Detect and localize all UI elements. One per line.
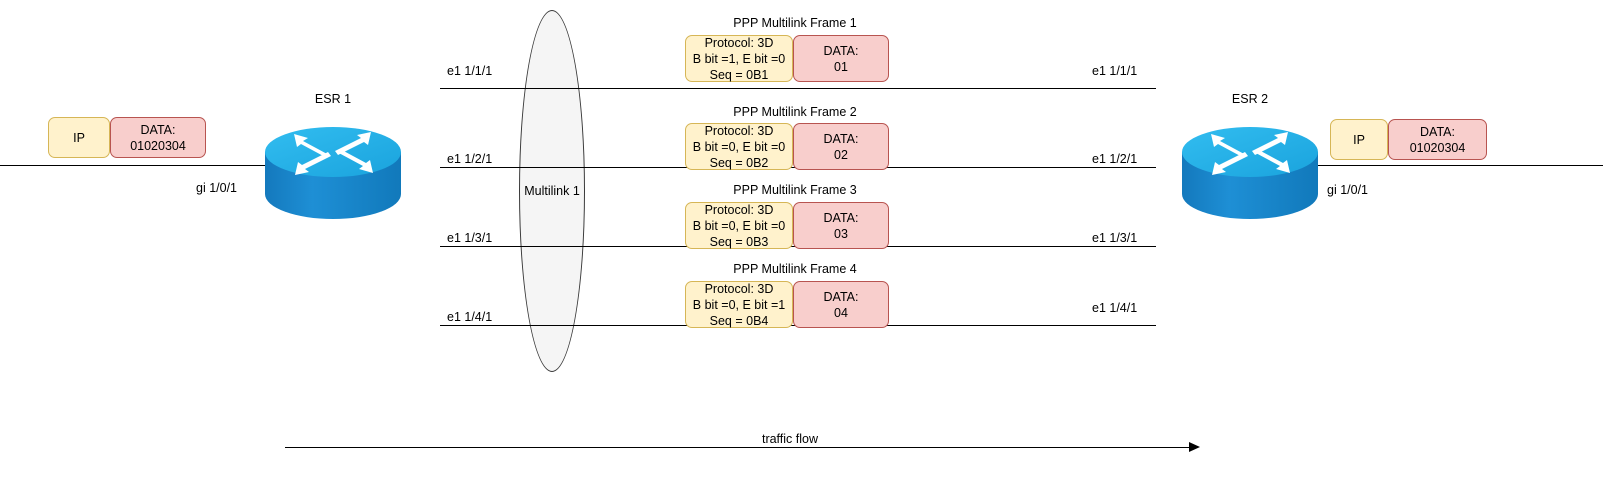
frame-2-header-box: Protocol: 3D B bit =0, E bit =0 Seq = 0B…	[685, 123, 793, 170]
right-packet-data-box: DATA: 01020304	[1388, 119, 1487, 160]
link-1-right-interface-label: e1 1/1/1	[1092, 64, 1138, 78]
right-lan-line	[1318, 165, 1603, 166]
frame-4-header-box: Protocol: 3D B bit =0, E bit =1 Seq = 0B…	[685, 281, 793, 328]
left-packet-data-box: DATA: 01020304	[110, 117, 206, 158]
left-router-label: ESR 1	[314, 92, 352, 106]
multilink-bundle-ellipse	[519, 10, 585, 372]
frame-1-title: PPP Multilink Frame 1	[733, 16, 857, 30]
frame-4-title: PPP Multilink Frame 4	[733, 262, 857, 276]
frame-1-payload-box: DATA: 01	[793, 35, 889, 82]
link-4-right-interface-label: e1 1/4/1	[1092, 301, 1138, 315]
frame-4-payload-box: DATA: 04	[793, 281, 889, 328]
traffic-flow-line	[285, 447, 1190, 448]
left-lan-line	[0, 165, 270, 166]
right-router-label: ESR 2	[1231, 92, 1269, 106]
link-4-left-interface-label: e1 1/4/1	[447, 310, 493, 324]
frame-3-payload-box: DATA: 03	[793, 202, 889, 249]
frame-1-header-box: Protocol: 3D B bit =1, E bit =0 Seq = 0B…	[685, 35, 793, 82]
link-3-right-interface-label: e1 1/3/1	[1092, 231, 1138, 245]
traffic-flow-label: traffic flow	[761, 432, 819, 446]
frame-2-payload-box: DATA: 02	[793, 123, 889, 170]
frame-2-title: PPP Multilink Frame 2	[733, 105, 857, 119]
link-line-1	[440, 88, 1156, 89]
link-2-left-interface-label: e1 1/2/1	[447, 152, 493, 166]
traffic-flow-arrowhead	[1189, 442, 1200, 452]
link-1-left-interface-label: e1 1/1/1	[447, 64, 493, 78]
right-interface-label: gi 1/0/1	[1327, 183, 1369, 197]
right-packet-ip-box: IP	[1330, 119, 1388, 160]
left-interface-label: gi 1/0/1	[196, 181, 238, 195]
frame-3-title: PPP Multilink Frame 3	[733, 183, 857, 197]
router-esr-1[interactable]	[263, 122, 403, 227]
link-2-right-interface-label: e1 1/2/1	[1092, 152, 1138, 166]
left-packet-ip-box: IP	[48, 117, 110, 158]
link-3-left-interface-label: e1 1/3/1	[447, 231, 493, 245]
multilink-bundle-label: Multilink 1	[524, 184, 580, 198]
frame-3-header-box: Protocol: 3D B bit =0, E bit =0 Seq = 0B…	[685, 202, 793, 249]
router-esr-2[interactable]	[1180, 122, 1320, 227]
